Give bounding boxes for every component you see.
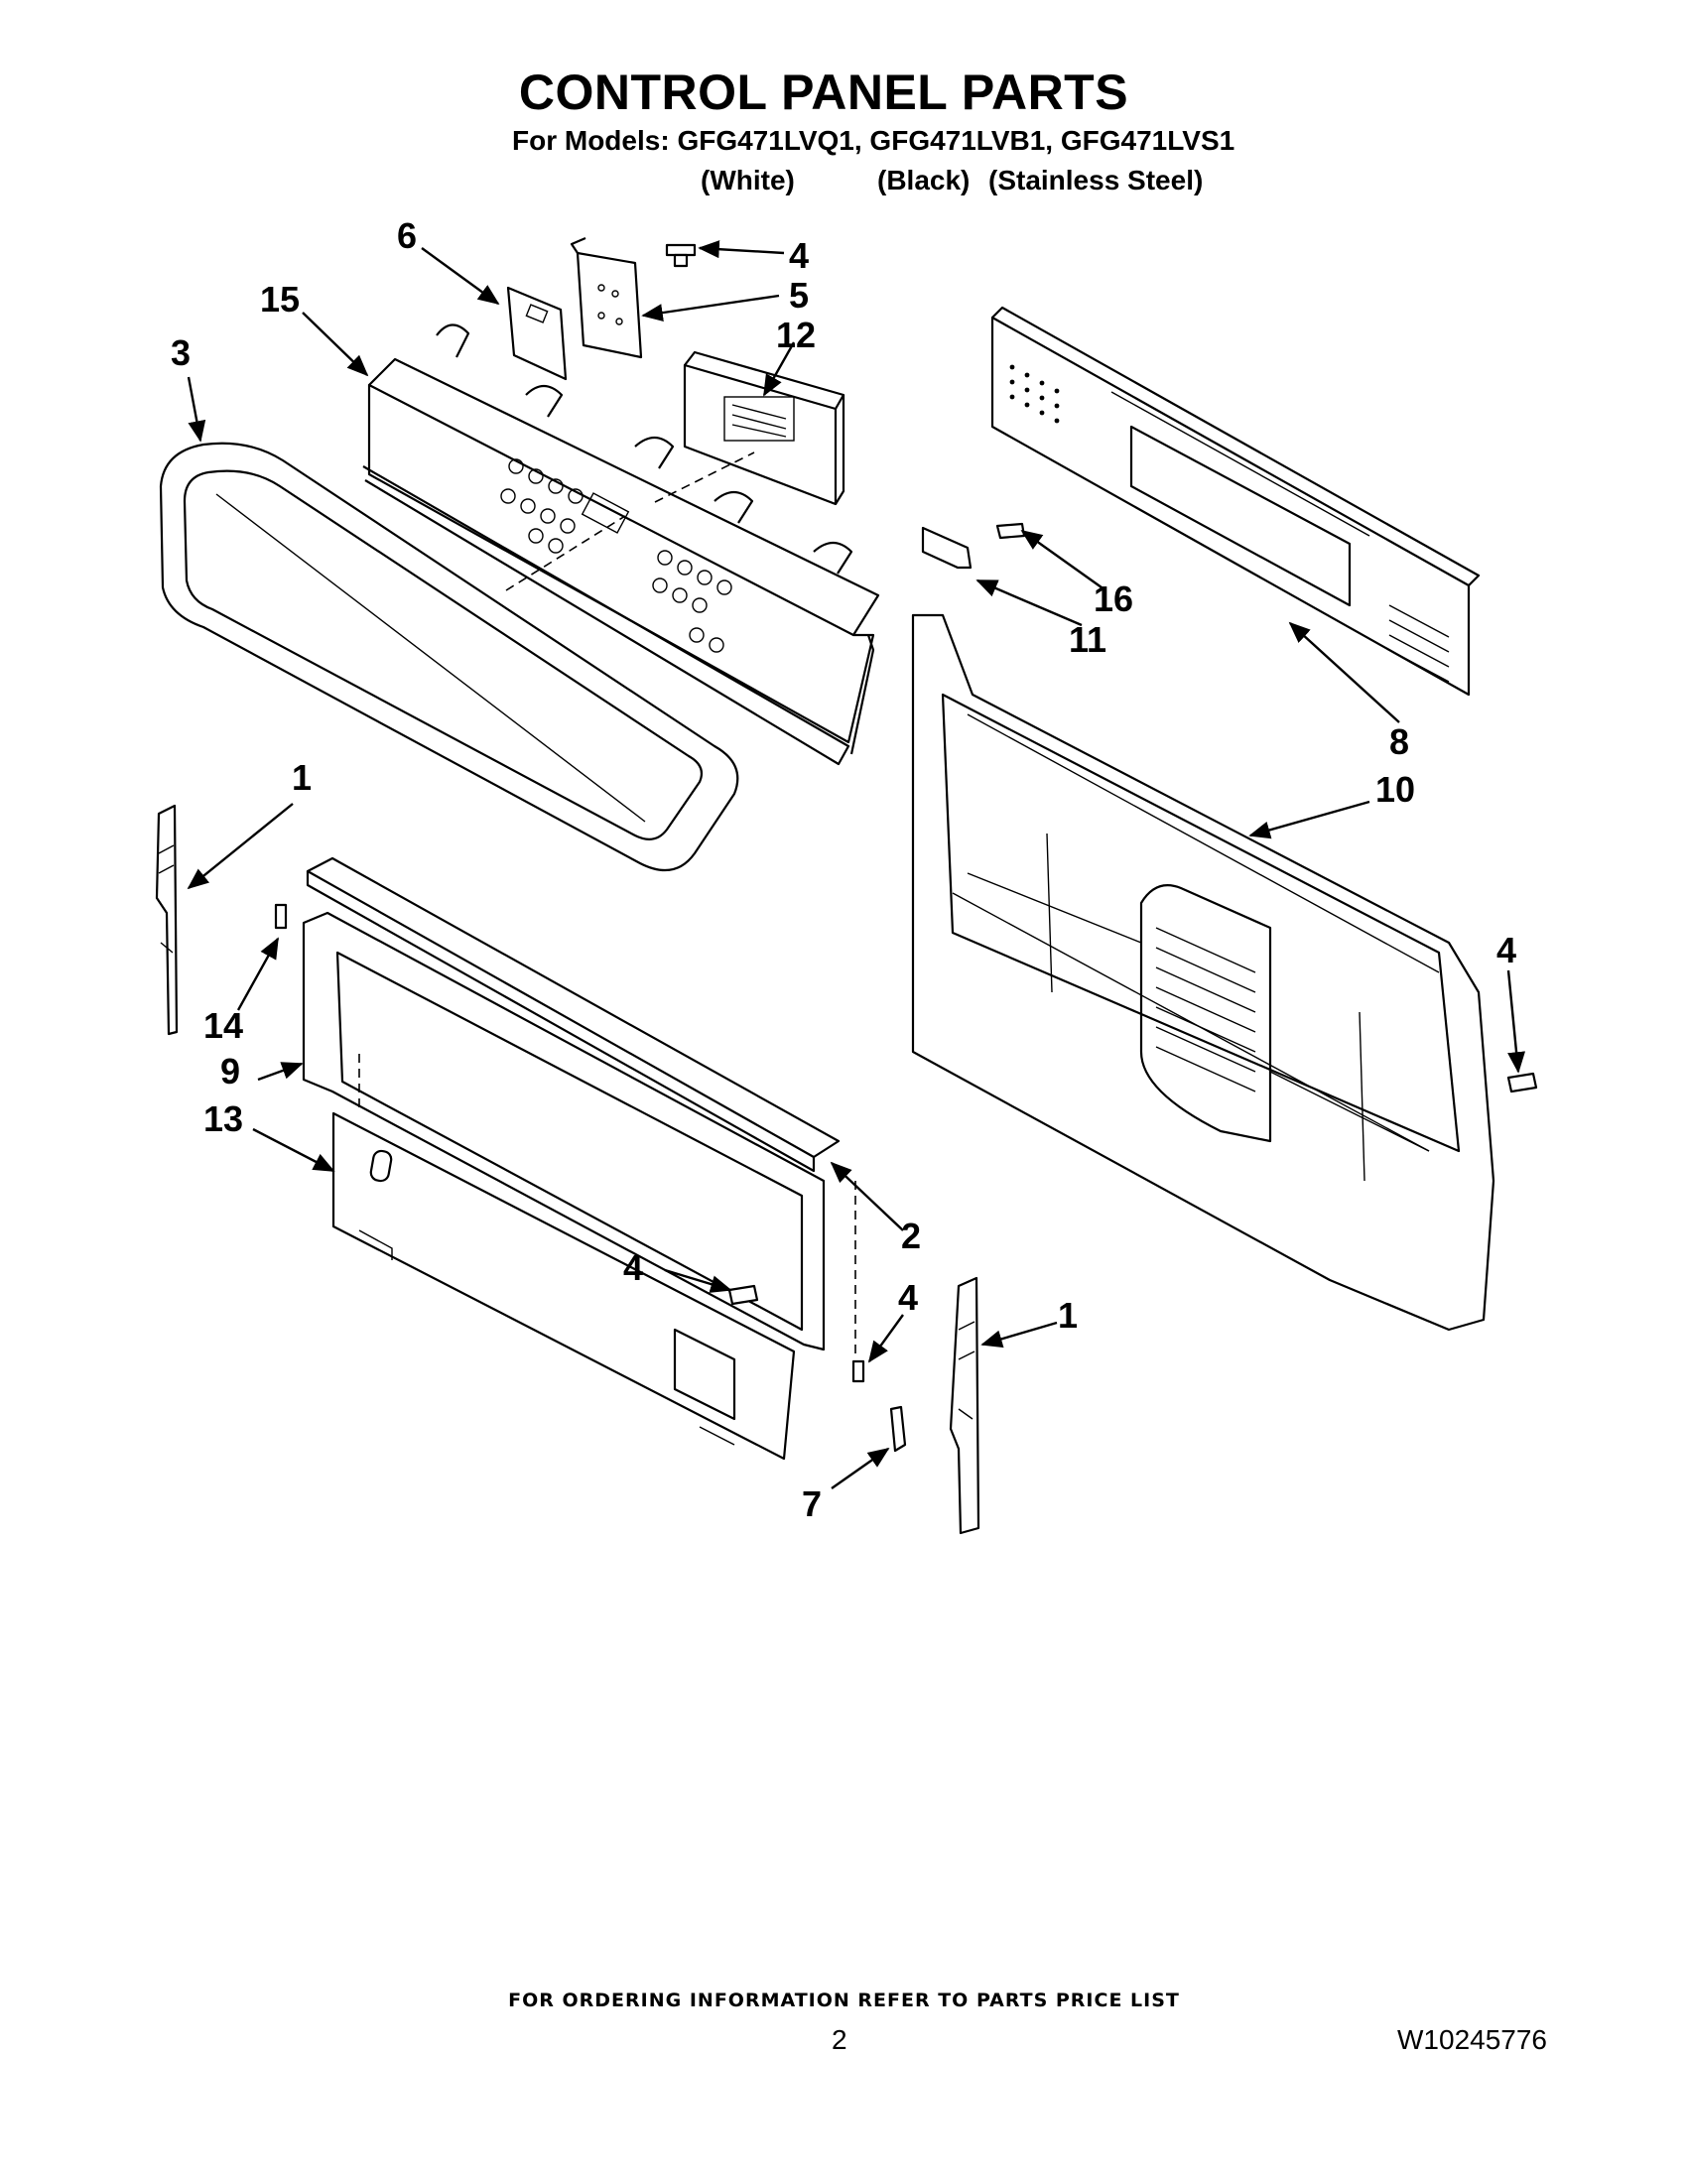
callout-4-top: 4 xyxy=(789,235,809,276)
leader-1-left xyxy=(187,803,294,890)
callout-16: 16 xyxy=(1094,578,1133,619)
callout-13: 13 xyxy=(203,1098,243,1139)
leader-4-top xyxy=(698,240,785,259)
electronic-control-board xyxy=(683,350,845,506)
leader-14 xyxy=(236,937,280,1011)
screw-part-14 xyxy=(274,903,288,930)
leader-9 xyxy=(257,1062,304,1082)
page-number: 2 xyxy=(832,2024,847,2055)
leader-7 xyxy=(831,1447,890,1489)
callout-10: 10 xyxy=(1375,769,1415,810)
callout-9: 9 xyxy=(220,1051,240,1092)
callout-4-mid: 4 xyxy=(623,1247,643,1288)
callout-12: 12 xyxy=(776,315,816,355)
leader-8 xyxy=(1288,621,1400,723)
callout-1-left: 1 xyxy=(292,757,312,798)
screw-part-4-top xyxy=(665,243,697,268)
callout-5: 5 xyxy=(789,275,809,316)
document-number: W10245776 xyxy=(1397,2024,1548,2055)
callout-14: 14 xyxy=(203,1005,243,1046)
screw-part-16 xyxy=(995,522,1026,540)
leader-16 xyxy=(1020,529,1103,588)
screw-part-4-low xyxy=(851,1359,865,1383)
leader-11 xyxy=(975,578,1083,627)
end-cap-left xyxy=(155,804,179,1036)
leader-1-right xyxy=(980,1321,1058,1349)
callout-3: 3 xyxy=(171,332,191,373)
clip-part-7 xyxy=(889,1405,907,1453)
leader-4-mid xyxy=(664,1268,732,1293)
models-line: For Models: GFG471LVQ1, GFG471LVB1, GFG4… xyxy=(512,125,1235,156)
console-panel xyxy=(362,323,880,766)
rear-console-panel xyxy=(911,613,1495,1332)
variant-stainless: (Stainless Steel) xyxy=(988,165,1204,195)
leader-12 xyxy=(762,341,796,397)
callout-2: 2 xyxy=(901,1216,921,1256)
control-panel-trim xyxy=(159,442,739,872)
variant-white: (White) xyxy=(701,165,795,195)
cover-panel-part-13 xyxy=(331,1111,796,1461)
screw-part-4-right xyxy=(1506,1072,1538,1093)
leader-6 xyxy=(421,247,500,306)
variant-black: (Black) xyxy=(877,165,971,195)
callout-15: 15 xyxy=(260,279,300,320)
ordering-note: FOR ORDERING INFORMATION REFER TO PARTS … xyxy=(508,1990,1180,2011)
bracket-part-5 xyxy=(570,236,643,359)
leader-4-low xyxy=(867,1314,904,1363)
callout-6: 6 xyxy=(397,215,417,256)
callout-1-right: 1 xyxy=(1058,1295,1078,1336)
leader-13 xyxy=(252,1127,335,1173)
leader-5 xyxy=(641,294,780,322)
callout-11: 11 xyxy=(1069,619,1106,660)
callout-4-low: 4 xyxy=(898,1277,918,1318)
rear-vent-panel xyxy=(990,306,1481,697)
callout-4-right: 4 xyxy=(1496,930,1516,970)
end-cap-right xyxy=(949,1276,980,1535)
console-bracket-part-9 xyxy=(302,911,826,1351)
lower-trim-part-2 xyxy=(306,856,841,1173)
leader-4-right xyxy=(1506,969,1526,1074)
callout-8: 8 xyxy=(1389,721,1409,762)
callout-7: 7 xyxy=(802,1483,822,1524)
bracket-part-6 xyxy=(506,286,568,381)
leader-3 xyxy=(187,376,206,443)
leader-2 xyxy=(830,1161,904,1231)
leader-10 xyxy=(1248,800,1370,839)
clip-part-11 xyxy=(921,526,973,570)
leader-15 xyxy=(302,312,369,377)
page-title: CONTROL PANEL PARTS xyxy=(518,64,1129,120)
screw-part-4-mid xyxy=(727,1284,759,1306)
